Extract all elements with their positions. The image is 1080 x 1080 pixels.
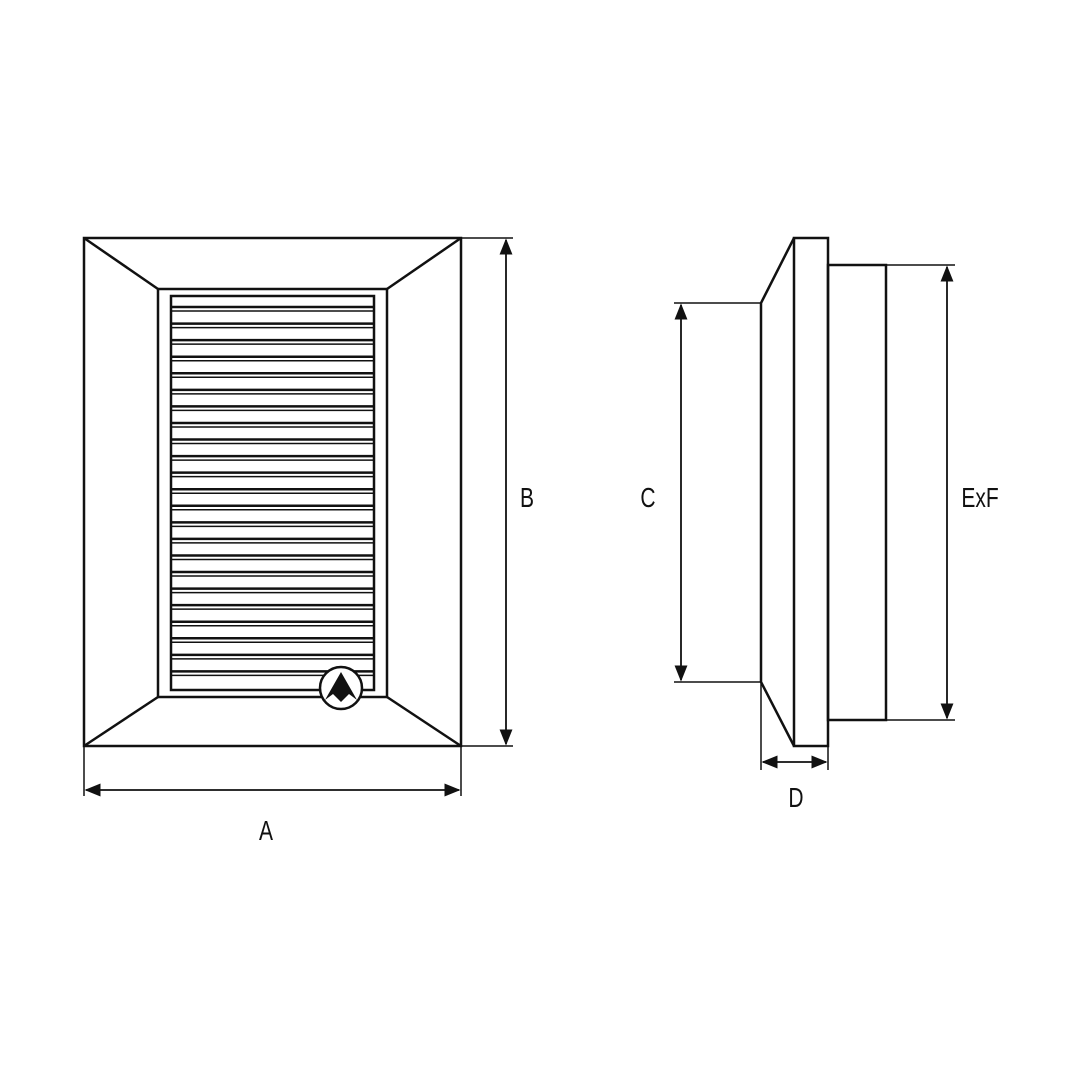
label-d: D xyxy=(788,783,803,814)
label-c: C xyxy=(640,483,655,514)
label-exf: ExF xyxy=(961,483,998,514)
outer-frame xyxy=(82,236,463,748)
spigot xyxy=(826,263,888,722)
louvers xyxy=(171,305,374,677)
front-plate xyxy=(792,236,830,748)
extension-lines xyxy=(83,237,955,796)
brand-logo xyxy=(318,665,364,711)
front-view xyxy=(82,236,463,748)
bevel xyxy=(759,237,796,747)
label-a: A xyxy=(259,816,273,847)
label-b: B xyxy=(520,483,534,514)
side-view xyxy=(759,236,888,748)
inner-frame xyxy=(156,287,389,699)
